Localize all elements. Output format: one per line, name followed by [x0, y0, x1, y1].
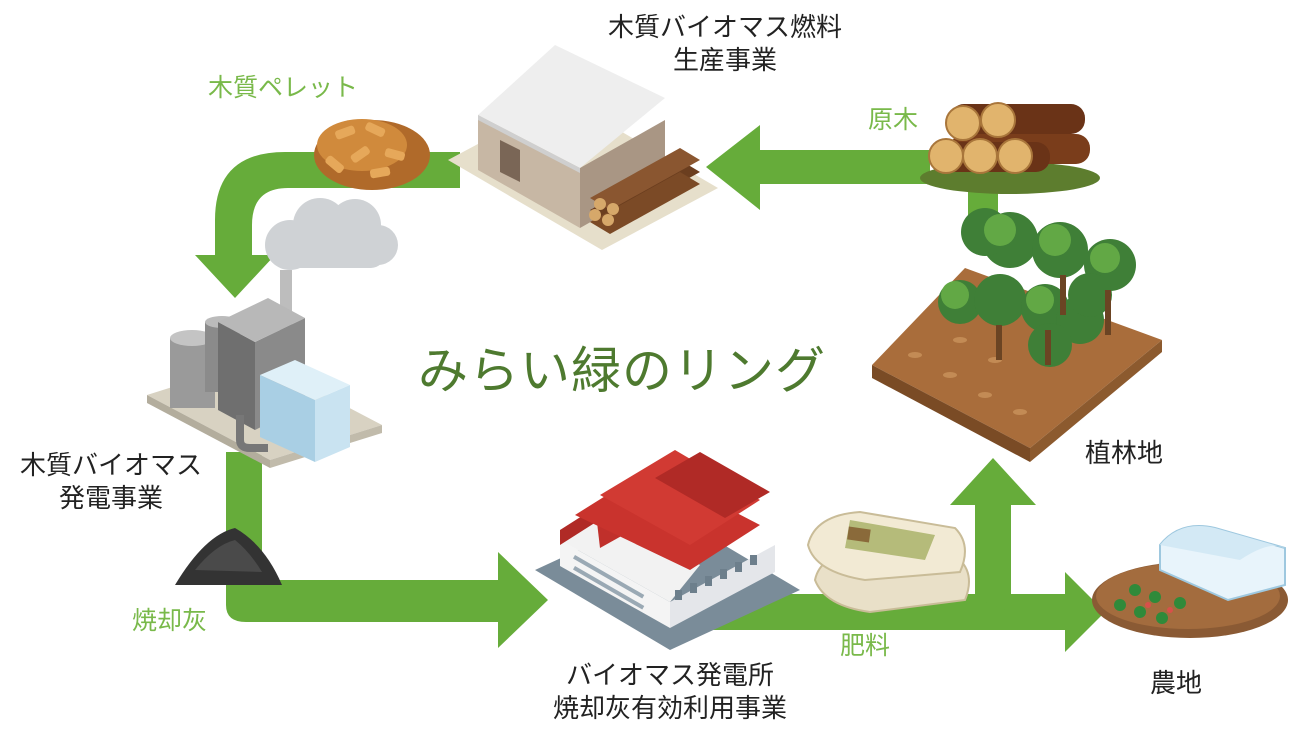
smoke-cloud-icon: [265, 198, 398, 270]
power-plant-label: 木質バイオマス 発電事業: [2, 450, 220, 515]
power-plant-illustration: [147, 198, 398, 468]
ash-utilization-label-line1: バイオマス発電所: [565, 661, 774, 691]
ash-utilization-label-line2: 焼却灰有効利用事業: [552, 693, 787, 724]
logs-flow-label: 原木: [868, 105, 919, 134]
fuel-production-label-line2: 生産事業: [672, 45, 777, 76]
log-pile-icon: [920, 102, 1100, 194]
ash-pile-icon: [175, 528, 282, 585]
farmland-illustration: [1092, 525, 1288, 638]
arrow-fertilizer-to-farm: [700, 572, 1105, 652]
arrow-fertilizer-to-plantation: [950, 458, 1036, 612]
wood-pellet-icon: [314, 119, 430, 190]
ash-factory-illustration: [535, 450, 800, 650]
log-stack-icon: [589, 148, 700, 234]
fertilizer-flow-label: 肥料: [840, 631, 891, 660]
power-plant-label-line2: 発電事業: [58, 483, 163, 514]
ash-utilization-label: バイオマス発電所 焼却灰有効利用事業: [520, 660, 820, 725]
fuel-production-label-line1: 木質バイオマス燃料: [607, 13, 842, 43]
ash-flow-label: 焼却灰: [132, 606, 208, 635]
fuel-production-label: 木質バイオマス燃料 生産事業: [580, 12, 870, 77]
fuel-factory-illustration: [448, 45, 718, 250]
diagram-title: みらい緑のリング: [418, 342, 826, 400]
plantation-label: 植林地: [1085, 439, 1164, 469]
plantation-illustration: [872, 208, 1162, 462]
flow-arrows: [195, 125, 1105, 652]
arrow-ash-to-factory: [226, 452, 548, 648]
power-plant-label-line1: 木質バイオマス: [19, 451, 202, 481]
greenhouse-icon: [1159, 525, 1286, 602]
pellet-flow-label: 木質ペレット: [208, 73, 359, 102]
arrow-pellet-to-plant: [195, 152, 460, 298]
fertilizer-bag-icon: [806, 510, 970, 614]
arrow-logs-to-factory: [706, 125, 930, 210]
farmland-label: 農地: [1150, 669, 1203, 699]
